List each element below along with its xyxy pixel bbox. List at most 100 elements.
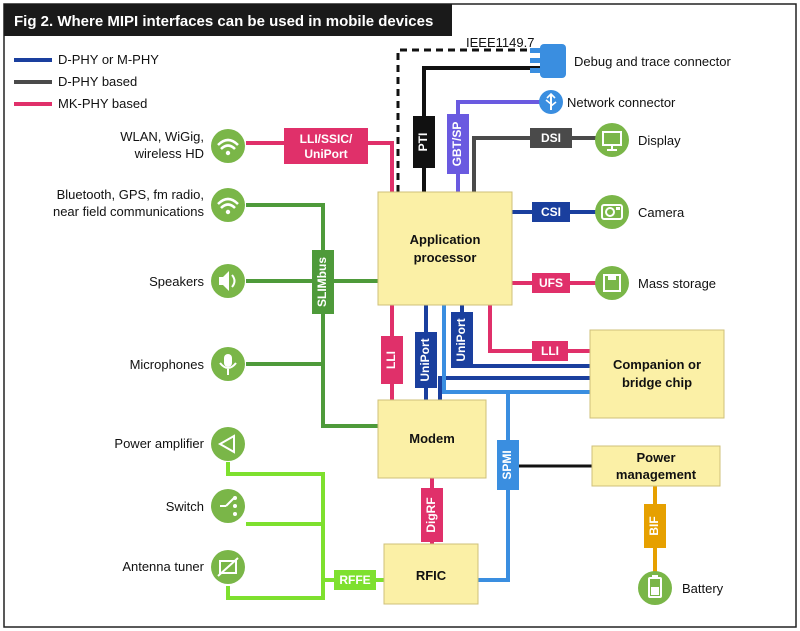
- app-processor-box: Application processor: [377, 191, 513, 306]
- camera-label: Camera: [638, 205, 685, 220]
- lli-ssic-tag-label-1: LLI/SSIC/: [300, 132, 353, 146]
- bluetooth-label-2: near field communications: [53, 204, 205, 219]
- power-mgmt-rect: [591, 445, 721, 487]
- switch-label: Switch: [166, 499, 204, 514]
- uniport-companion-tag-label: UniPort: [454, 318, 468, 361]
- dsi-tag: DSI: [530, 128, 572, 148]
- bif-tag: BIF: [644, 504, 666, 548]
- battery-device: Battery: [638, 571, 724, 605]
- display-label: Display: [638, 133, 681, 148]
- title-bar: [4, 4, 452, 36]
- power-mgmt-label-1: Power: [636, 450, 675, 465]
- microphones-device: Microphones: [130, 347, 245, 381]
- spmi-tag: SPMI: [497, 440, 519, 490]
- camera-icon: [595, 195, 629, 229]
- power-mgmt-label-2: management: [616, 467, 697, 482]
- figure-title: Fig 2. Where MIPI interfaces can be used…: [14, 13, 433, 30]
- rfic-label: RFIC: [416, 568, 447, 583]
- legend-label-dphy-mphy: D-PHY or M-PHY: [58, 52, 159, 67]
- power-amplifier-device: Power amplifier: [114, 427, 245, 461]
- speakers-device: Speakers: [149, 264, 245, 298]
- ufs-tag: UFS: [532, 273, 570, 293]
- power-mgmt-box: Power management: [591, 445, 721, 487]
- slimbus-tag-rect: [312, 250, 334, 314]
- bluetooth-label-1: Bluetooth, GPS, fm radio,: [57, 187, 204, 202]
- ufs-tag-rect: [532, 273, 570, 293]
- uniport-modem-tag-label: UniPort: [418, 338, 432, 381]
- digrf-tag-label: DigRF: [424, 497, 438, 532]
- connector-icon: [540, 44, 566, 78]
- slimbus-tag: SLIMbus: [312, 250, 334, 314]
- speakers-label: Speakers: [149, 274, 204, 289]
- digrf-tag: DigRF: [421, 488, 443, 542]
- dsi-tag-rect: [530, 128, 572, 148]
- pti-tag-rect: [413, 116, 435, 168]
- mass-storage-device: Mass storage: [595, 266, 716, 300]
- slimbus-tag-label: SLIMbus: [315, 257, 329, 307]
- lli-companion-tag-rect: [532, 341, 568, 361]
- switch-device: Switch: [166, 489, 245, 523]
- companion-rect: [589, 329, 725, 419]
- slimbus-line: [246, 203, 378, 428]
- gbt-sp-tag-rect: [447, 114, 469, 174]
- legend-label-mkphy: MK-PHY based: [58, 96, 147, 111]
- legend: D-PHY or M-PHY D-PHY based MK-PHY based: [14, 52, 159, 111]
- lli-modem-tag-rect: [381, 336, 403, 384]
- companion-label-2: bridge chip: [622, 375, 692, 390]
- camera-device: Camera: [595, 195, 685, 229]
- wlan-device: WLAN, WiGig, wireless HD: [120, 129, 245, 163]
- network-label: Network connector: [567, 95, 676, 110]
- ufs-tag-label: UFS: [539, 276, 563, 290]
- rfic-rect: [383, 543, 479, 605]
- wlan-label-2: wireless HD: [134, 146, 204, 161]
- lli-ssic-tag-label-2: UniPort: [304, 147, 347, 161]
- display-device: Display: [595, 123, 681, 157]
- rffe-tree: [226, 462, 325, 600]
- rffe-tag-label: RFFE: [339, 573, 370, 587]
- lli-ssic-tag-rect: [284, 128, 368, 164]
- app-processor-label-2: processor: [414, 250, 477, 265]
- ieee-label: IEEE1149.7: [466, 35, 534, 50]
- gbt-sp-tag: GBT/SP: [447, 114, 469, 174]
- app-processor-rect: [377, 191, 513, 306]
- lli-modem-tag: LLI: [381, 336, 403, 384]
- monitor-icon: [595, 123, 629, 157]
- storage-icon: [595, 266, 629, 300]
- debug-device: Debug and trace connector: [530, 44, 731, 78]
- pti-tag-label: PTI: [416, 133, 430, 152]
- lli-ssic-tag: LLI/SSIC/ UniPort: [284, 128, 368, 164]
- bif-tag-rect: [644, 504, 666, 548]
- modem-box: Modem: [377, 399, 487, 479]
- antenna-tuner-label: Antenna tuner: [122, 559, 204, 574]
- dsi-tag-label: DSI: [541, 131, 561, 145]
- mass-storage-label: Mass storage: [638, 276, 716, 291]
- csi-tag-rect: [532, 202, 570, 222]
- modem-label: Modem: [409, 431, 455, 446]
- network-device: Network connector: [539, 90, 676, 114]
- lli-modem-tag-label: LLI: [384, 351, 398, 369]
- wlan-label-1: WLAN, WiGig,: [120, 129, 204, 144]
- companion-label-1: Companion or: [613, 357, 701, 372]
- uniport-companion-tag-rect: [451, 312, 473, 368]
- lli-companion-tag: LLI: [532, 341, 568, 361]
- bluetooth-device: Bluetooth, GPS, fm radio, near field com…: [53, 187, 245, 222]
- app-processor-label-1: Application: [410, 232, 481, 247]
- csi-tag: CSI: [532, 202, 570, 222]
- lli-companion-tag-label: LLI: [541, 344, 559, 358]
- power-amplifier-label: Power amplifier: [114, 436, 204, 451]
- microphones-label: Microphones: [130, 357, 205, 372]
- spmi-tag-label: SPMI: [500, 450, 514, 479]
- spmi-tag-rect: [497, 440, 519, 490]
- amplifier-icon: [211, 427, 245, 461]
- digrf-tag-rect: [421, 488, 443, 542]
- bif-tag-label: BIF: [647, 516, 661, 535]
- modem-rect: [377, 399, 487, 479]
- debug-label: Debug and trace connector: [574, 54, 731, 69]
- gbt-sp-tag-label: GBT/SP: [450, 122, 464, 167]
- uniport-companion-line-2: [438, 376, 590, 400]
- companion-box: Companion or bridge chip: [589, 329, 725, 419]
- uniport-modem-tag-rect: [415, 332, 437, 388]
- pti-tag: PTI: [413, 116, 435, 168]
